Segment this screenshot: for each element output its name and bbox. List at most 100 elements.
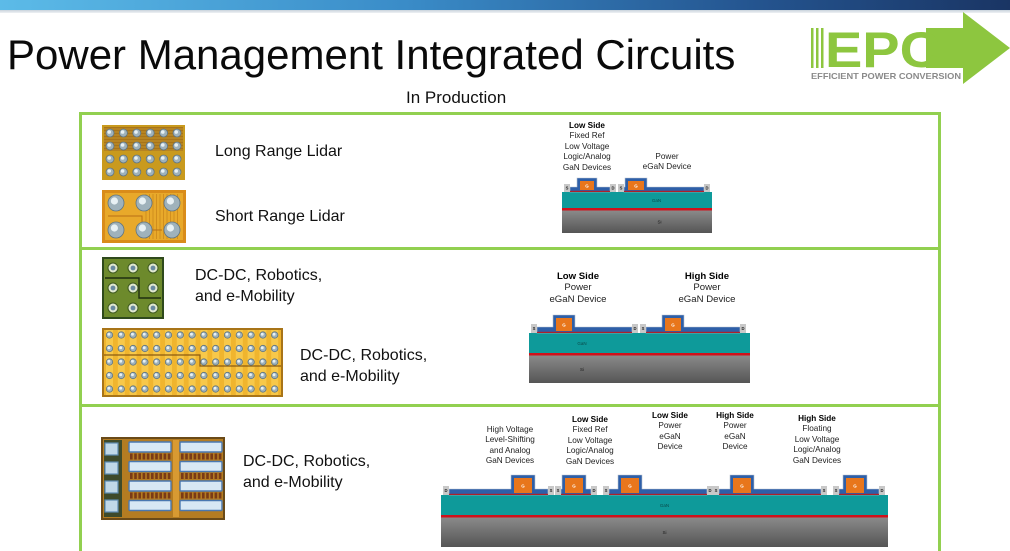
pad bbox=[104, 499, 119, 513]
source-contact bbox=[443, 486, 449, 495]
solder-bump-highlight bbox=[154, 373, 158, 377]
device-passivation bbox=[536, 314, 633, 334]
finger bbox=[197, 453, 201, 460]
gate-contact bbox=[621, 478, 639, 493]
source-contact bbox=[618, 184, 624, 192]
logo-wordmark: EPC bbox=[825, 22, 940, 78]
gan-layer-label: GaN bbox=[660, 503, 669, 508]
contact-label: D bbox=[444, 488, 447, 493]
solder-bump-highlight bbox=[190, 332, 193, 336]
finger bbox=[181, 453, 184, 460]
si-layer-label: Si bbox=[580, 367, 584, 372]
section-subtitle: In Production bbox=[406, 88, 507, 107]
solder-bump-highlight bbox=[166, 224, 174, 232]
device-channel bbox=[449, 493, 548, 495]
solder-bump-highlight bbox=[201, 359, 205, 363]
finger bbox=[155, 473, 158, 479]
gate-contact bbox=[565, 478, 583, 493]
device-channel bbox=[839, 493, 879, 495]
si-layer-label: Si bbox=[657, 220, 661, 225]
source-contact bbox=[833, 486, 839, 495]
contact-label: S bbox=[550, 488, 553, 493]
finger bbox=[142, 492, 146, 499]
finger bbox=[146, 453, 150, 460]
gan-layer-label: GaN bbox=[652, 198, 661, 203]
solder-bump-highlight bbox=[107, 359, 111, 363]
gate-contact bbox=[556, 318, 572, 331]
solder-bump-highlight bbox=[225, 359, 229, 363]
solder-bump-center bbox=[150, 305, 156, 311]
solder-bump-highlight bbox=[154, 332, 158, 336]
finger bbox=[197, 473, 201, 479]
solder-bump-highlight bbox=[131, 346, 134, 350]
finger bbox=[210, 492, 213, 499]
solder-bump-highlight bbox=[237, 373, 241, 377]
product-label-short-range-lidar: Short Range Lidar bbox=[215, 208, 345, 225]
contact-label: S bbox=[835, 488, 838, 493]
bar-pad bbox=[179, 499, 223, 512]
finger bbox=[151, 453, 154, 460]
solder-bump-highlight bbox=[249, 359, 252, 363]
solder-bump-highlight bbox=[260, 346, 264, 350]
solder-bump-highlight bbox=[161, 143, 165, 147]
finger bbox=[206, 473, 209, 479]
pad-divider bbox=[105, 277, 161, 299]
device-channel bbox=[609, 493, 707, 495]
finger bbox=[167, 473, 171, 479]
finger bbox=[214, 492, 218, 499]
drain-contact bbox=[704, 184, 710, 192]
header-gradient-bar bbox=[0, 0, 1010, 10]
section-lidar bbox=[79, 112, 941, 250]
solder-bump-highlight bbox=[225, 332, 229, 336]
bus-line bbox=[173, 440, 179, 517]
finger bbox=[142, 473, 146, 479]
solder-bump-highlight bbox=[120, 156, 125, 160]
finger bbox=[134, 492, 137, 499]
finger bbox=[197, 492, 201, 499]
gate-label: G bbox=[572, 483, 576, 488]
short-range-lidar-chip-image bbox=[102, 190, 186, 243]
solder-bump-highlight bbox=[213, 359, 217, 363]
solder-bump-center bbox=[130, 285, 136, 291]
solder-bump-highlight bbox=[213, 386, 217, 390]
finger bbox=[181, 473, 184, 479]
solder-bump-highlight bbox=[142, 332, 146, 336]
product-label-dc-dc: DC-DC, Robotics, and e-Mobility bbox=[195, 267, 323, 305]
contact-label: S bbox=[533, 326, 536, 331]
gate-label: G bbox=[853, 483, 857, 488]
device-channel bbox=[537, 331, 632, 333]
diagram-caption: Low Side Power eGaN Device bbox=[549, 271, 607, 305]
finger bbox=[202, 473, 205, 479]
bar-pad bbox=[128, 460, 172, 473]
device-passivation bbox=[645, 314, 741, 334]
drain-contact bbox=[879, 486, 885, 495]
solder-bump-highlight bbox=[161, 130, 165, 134]
finger bbox=[138, 453, 141, 460]
solder-bump-highlight bbox=[166, 346, 170, 350]
solder-bump-highlight bbox=[237, 332, 241, 336]
contact-label: D bbox=[633, 326, 636, 331]
contact-label: D bbox=[880, 488, 883, 493]
finger bbox=[218, 453, 222, 460]
diagram-caption: High Side Power eGaN Device bbox=[716, 411, 754, 452]
source-contact bbox=[531, 324, 537, 333]
finger bbox=[193, 492, 197, 499]
pad bbox=[104, 442, 119, 456]
solder-bump-highlight bbox=[161, 169, 165, 173]
solder-bump-highlight bbox=[225, 373, 229, 377]
long-range-lidar-chip-image bbox=[102, 125, 185, 180]
finger bbox=[189, 492, 192, 499]
solder-bump-highlight bbox=[147, 143, 152, 147]
solder-bump-highlight bbox=[190, 373, 193, 377]
solder-bump-highlight bbox=[154, 346, 158, 350]
solder-bump-highlight bbox=[107, 386, 111, 390]
gan-layer-label: GaN bbox=[577, 341, 586, 346]
solder-bump-highlight bbox=[249, 373, 252, 377]
gate-label: G bbox=[521, 483, 525, 488]
gate-label: G bbox=[585, 183, 589, 188]
finger bbox=[202, 492, 205, 499]
solder-bump-highlight bbox=[161, 156, 165, 160]
device-channel bbox=[719, 493, 821, 495]
solder-bump-center bbox=[130, 305, 136, 311]
